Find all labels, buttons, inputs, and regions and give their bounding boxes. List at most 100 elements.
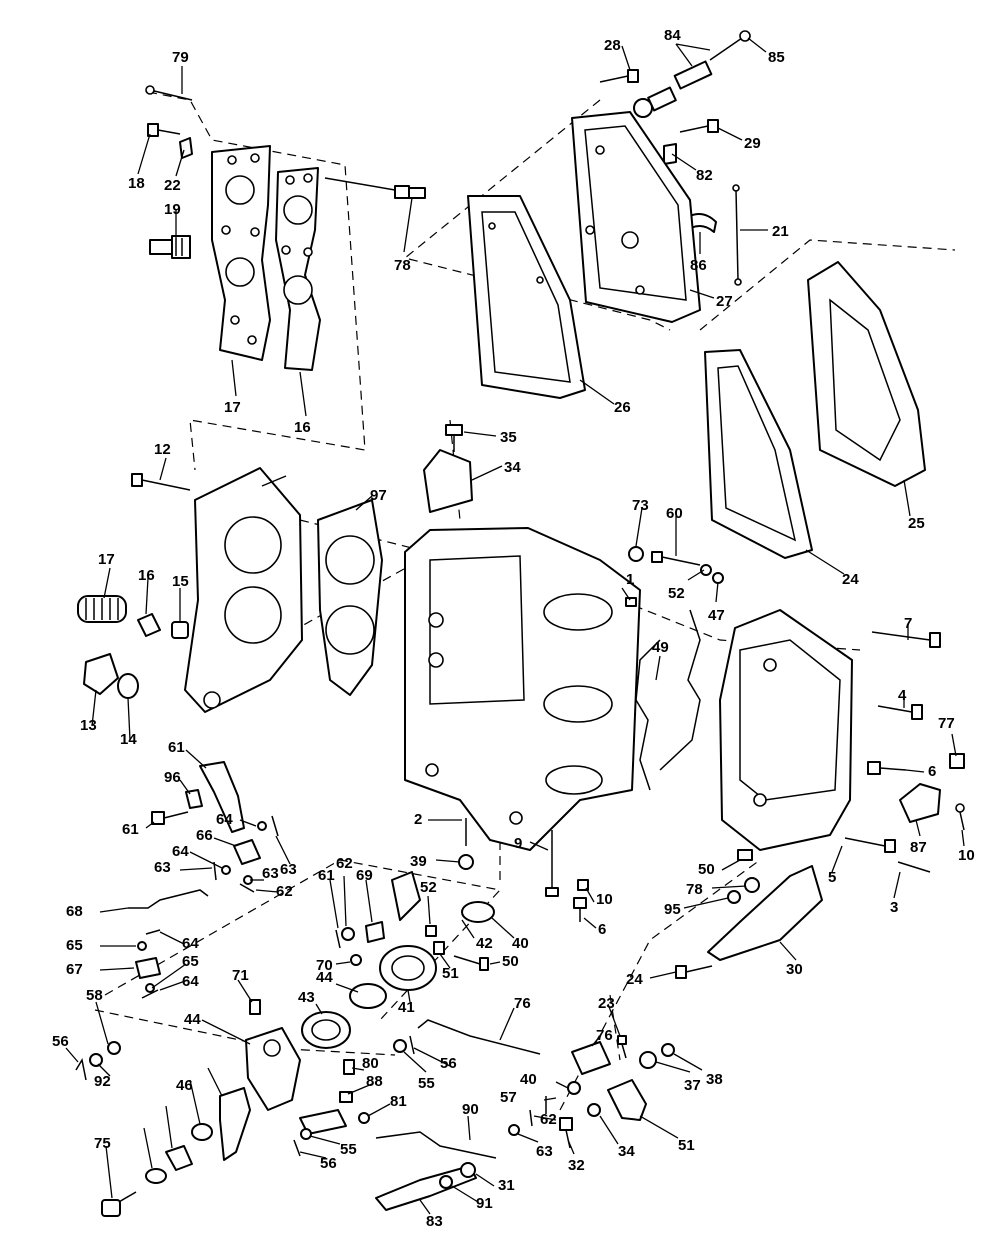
link-rod-66 [128, 889, 209, 909]
bracket-34 [423, 449, 473, 513]
stud-58 [651, 551, 701, 566]
bracket-59 [199, 761, 245, 833]
washer-33 [587, 1103, 601, 1117]
callout-label: 82 [696, 167, 713, 184]
callout-label: 56 [440, 1055, 457, 1072]
lever-95 [219, 1087, 251, 1161]
screw-10 [955, 803, 965, 831]
callout-label: 78 [394, 257, 411, 274]
callout-label: 84 [664, 27, 681, 44]
callout-label: 92 [94, 1073, 111, 1090]
callout-label: 81 [390, 1093, 407, 1110]
callout-label: 86 [690, 257, 707, 274]
callout-label: 65 [182, 953, 199, 970]
callout-label: 21 [772, 223, 789, 240]
callout-label: 60 [666, 505, 683, 522]
callout-label: 73 [632, 497, 649, 514]
nut-55-upper [393, 1039, 407, 1053]
exhaust-cover-28 [571, 111, 701, 323]
screw-23 [617, 1035, 627, 1059]
nut-31 [460, 1162, 476, 1178]
callout-label: 24 [626, 971, 643, 988]
callout-label: 66 [196, 827, 213, 844]
sensor-78 [324, 177, 426, 199]
callout-label: 18 [128, 175, 145, 192]
washer-64-d [145, 983, 155, 993]
callout-label: 65 [66, 937, 83, 954]
bolt-4 [877, 704, 923, 720]
callout-label: 17 [98, 551, 115, 568]
callout-label: 87 [910, 839, 927, 856]
callout-label: 70 [316, 957, 333, 974]
link-rod-87 [375, 1131, 497, 1159]
pin-56-lower [293, 1139, 301, 1157]
bolt-32 [559, 1117, 573, 1149]
callout-label: 61 [168, 739, 185, 756]
head-gasket-17 [275, 167, 321, 371]
seal-47 [712, 572, 724, 584]
callout-label: 61 [122, 821, 139, 838]
link-65-b [135, 957, 161, 979]
callout-label: 13 [80, 717, 97, 734]
callout-label: 75 [94, 1135, 111, 1152]
valve-15 [137, 613, 161, 637]
plug-74 [949, 753, 965, 769]
callout-label: 7 [904, 615, 912, 632]
pin-1 [625, 597, 637, 607]
callout-label: 26 [614, 399, 631, 416]
callout-label: 15 [172, 573, 189, 590]
callout-label: 69 [356, 867, 373, 884]
callout-label: 10 [958, 847, 975, 864]
callout-label: 29 [744, 135, 761, 152]
block-71 [571, 1041, 611, 1075]
callout-label: 64 [216, 811, 233, 828]
nut-39 [458, 854, 474, 870]
callout-label: 52 [668, 585, 685, 602]
bolt-11 [131, 473, 191, 491]
callout-label: 58 [86, 987, 103, 1004]
bearing-41 [379, 871, 437, 991]
callout-label: 5 [828, 869, 836, 886]
callout-label: 90 [462, 1101, 479, 1118]
callout-label: 28 [604, 37, 621, 54]
housing-44 [245, 1027, 301, 1111]
bolt-60 [151, 811, 189, 825]
callout-label: 63 [262, 865, 279, 882]
callout-label: 56 [320, 1155, 337, 1172]
spring-52 [433, 941, 445, 955]
callout-label: 68 [66, 903, 83, 920]
bolt-19 [147, 123, 181, 137]
seal-strip-49 [635, 609, 701, 791]
callout-label: 44 [184, 1011, 201, 1028]
bolt-7 [871, 631, 941, 648]
pin-86 [339, 1091, 353, 1103]
callout-label: 62 [336, 855, 353, 872]
cap-53 [425, 925, 437, 937]
washer-37 [661, 1043, 675, 1057]
callout-label: 6 [598, 921, 606, 938]
callout-label: 39 [410, 853, 427, 870]
lever-30 [707, 865, 823, 961]
callout-label: 88 [366, 1073, 383, 1090]
nut-55-lower [300, 1128, 312, 1140]
coil-43 [301, 1011, 351, 1049]
callout-label: 52 [420, 879, 437, 896]
bolt-6-right [867, 761, 907, 775]
callout-label: 76 [596, 1027, 613, 1044]
callout-label: 14 [120, 731, 137, 748]
pin-61-right [529, 1109, 533, 1127]
callout-label: 91 [476, 1195, 493, 1212]
bushing-97 [165, 1145, 193, 1171]
bolt-35 [445, 424, 463, 452]
exhaust-housing-26 [807, 261, 926, 487]
callout-label: 63 [536, 1143, 553, 1160]
clip-80 [663, 143, 677, 165]
callout-label: 37 [684, 1077, 701, 1094]
callout-label: 63 [154, 859, 171, 876]
callout-label: 6 [928, 763, 936, 780]
fitting-85 [899, 783, 941, 823]
cylinder-head-94 [184, 467, 303, 713]
rod-73 [417, 1019, 541, 1055]
callout-label: 17 [224, 399, 241, 416]
pin-61-upper [335, 929, 341, 949]
